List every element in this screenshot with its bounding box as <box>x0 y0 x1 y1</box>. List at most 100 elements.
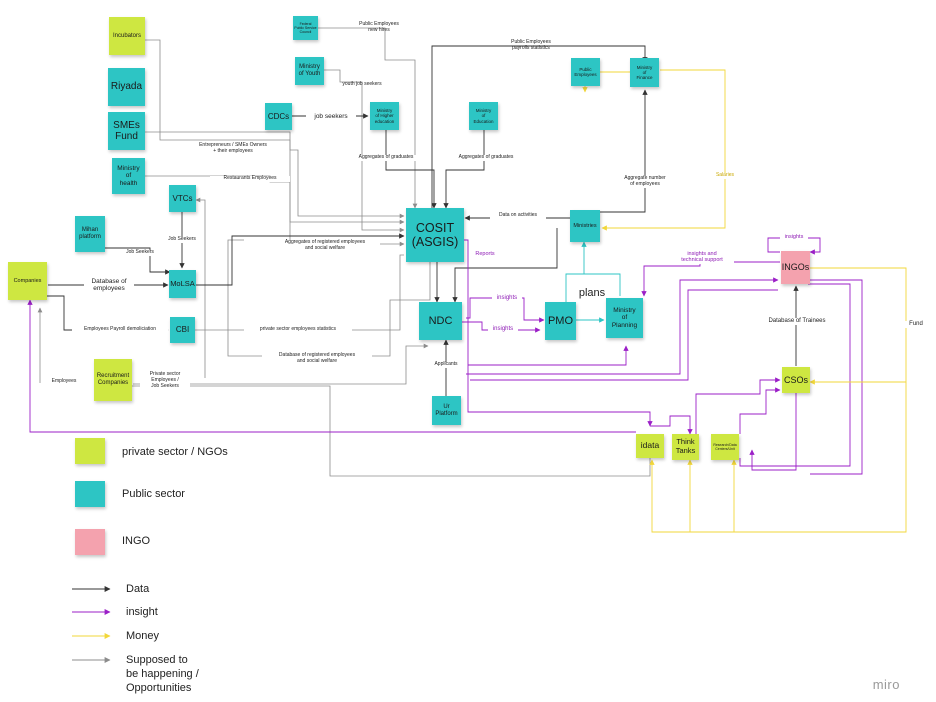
edge-cosit-finance <box>431 45 648 208</box>
edge-label-applicants: Applicants <box>426 361 466 368</box>
edge-csos-research <box>749 392 797 471</box>
edge-label-insights-ingo: insights <box>780 234 808 241</box>
node-ingos[interactable]: INGOs <box>781 251 810 284</box>
edge-ndc-ingos2 <box>470 289 778 381</box>
legend-private-swatch <box>75 438 105 464</box>
edge-ndc-ingos <box>466 277 779 375</box>
legend-data-label: Data <box>126 583 150 595</box>
node-mihan-platform[interactable]: Mihan platform <box>75 216 105 252</box>
edge-label-plans: plans <box>578 287 606 299</box>
legend-ingo-label: INGO <box>122 535 151 547</box>
node-ministry-higher-education[interactable]: Ministry of Higher education <box>370 102 399 130</box>
edge-cosit-reports <box>464 239 653 427</box>
node-federal-council[interactable]: Federal Public Service Council <box>293 16 318 40</box>
legend-public-swatch <box>75 481 105 507</box>
edge-idata-loop <box>650 415 693 435</box>
node-incubators[interactable]: Incubators <box>109 17 145 55</box>
node-riyada[interactable]: Riyada <box>108 68 145 106</box>
edge-recruit-ndc <box>133 343 429 385</box>
edge-label-insights-2: insights <box>488 326 518 333</box>
node-cbi[interactable]: CBI <box>170 317 195 343</box>
node-think-tanks[interactable]: Think Tanks <box>672 434 699 460</box>
edge-label-agg-graduates-2: Aggregates of graduates <box>450 154 522 161</box>
node-vtcs[interactable]: VTCs <box>169 185 196 212</box>
node-pmo[interactable]: PMO <box>545 302 576 340</box>
node-recruitment-companies[interactable]: Recruitment Companies <box>94 359 132 401</box>
edge-incubators-cosit <box>145 39 405 225</box>
node-companies[interactable]: Companies <box>8 262 47 300</box>
node-idata[interactable]: idata <box>636 434 664 458</box>
legend-money-label: Money <box>126 630 160 642</box>
edge-ministries-ndc <box>452 228 558 303</box>
edge-ingos-csos <box>810 279 863 475</box>
node-molsa[interactable]: MoLSA <box>169 270 196 298</box>
node-ministry-youth[interactable]: Ministry of Youth <box>295 57 324 85</box>
edge-cosit-molsa-db <box>227 239 431 357</box>
node-ndc[interactable]: NDC <box>419 302 462 340</box>
edge-label-job-seekers-vtc: Job Seekers <box>160 236 204 243</box>
edge-ingos-planning <box>641 261 780 297</box>
edge-finance-ministries <box>601 69 726 231</box>
edge-higher-ed-cosit <box>385 130 437 209</box>
edge-federal-cosit <box>318 27 418 209</box>
node-research-centers[interactable]: Research/Data Centers/Unit <box>711 434 739 460</box>
edge-label-restaurants: Restaurants Employees <box>210 175 290 182</box>
legend-insight-label: insight <box>126 606 158 618</box>
edge-ministries-finance <box>600 89 648 213</box>
edge-label-employees: Employees <box>44 378 84 385</box>
edge-label-db-trainees: Database of Trainees <box>762 318 832 325</box>
node-ministry-health[interactable]: Ministry of health <box>112 158 145 194</box>
edge-label-db-employees: Database of employees <box>84 278 134 293</box>
edge-label-private-stats: private sector employees statistics <box>244 326 352 333</box>
node-smes-fund[interactable]: SMEs Fund <box>108 112 145 150</box>
edge-idata-companies <box>27 299 636 433</box>
legend-lines <box>72 586 111 663</box>
edge-label-youth-job-seekers: youth job seekers <box>342 81 382 87</box>
edge-smes-cosit <box>145 131 405 219</box>
edge-fund-bottom <box>649 382 907 533</box>
node-ministries[interactable]: Ministries <box>570 210 600 242</box>
edge-cosit-tech <box>468 345 629 366</box>
legend-ingo-swatch <box>75 529 105 555</box>
edge-research-csos <box>739 387 781 434</box>
node-ministry-planning[interactable]: Ministry of Planning <box>606 298 643 338</box>
node-csos[interactable]: CSOs <box>782 367 810 393</box>
insight-connectors <box>27 237 863 475</box>
edge-label-payrolls: Public Employees payrolls statistics <box>511 39 551 51</box>
edge-label-salaries: Salaries <box>708 172 742 179</box>
edge-label-agg-employees: Aggregate number of employees <box>614 175 676 188</box>
edge-label-db-registered: Database of registered employees and soc… <box>262 352 372 365</box>
edge-planning-ministries <box>565 273 621 302</box>
node-ministry-education[interactable]: Ministry of Education <box>469 102 498 130</box>
edge-cbi-cosit <box>195 254 404 331</box>
edge-recruit-bottom <box>94 385 651 477</box>
edge-label-insights-1: insights <box>492 295 522 302</box>
edge-label-payroll-demo: Employees Payroll demoliciation <box>72 326 168 333</box>
node-public-employees[interactable]: Public Employees <box>571 58 600 86</box>
edge-mihan-molsa <box>104 247 171 275</box>
edge-label-agg-graduates-1: Aggregates of graduates <box>350 154 422 161</box>
edge-label-fund: Fund <box>904 321 928 328</box>
edge-label-job-seekers: job seekers <box>306 113 356 121</box>
edge-label-private-sector-emp: Private sector Employees / Job Seekers <box>140 371 190 390</box>
edge-tanks-csos <box>695 377 781 434</box>
node-ministry-finance[interactable]: Ministry of Finance <box>630 58 659 87</box>
node-ur-platform[interactable]: Ur Platform <box>432 396 461 425</box>
edge-education-cosit <box>443 130 485 209</box>
legend-public-label: Public sector <box>122 488 185 500</box>
edge-molsa-cosit <box>196 233 405 286</box>
node-cosit[interactable]: COSIT (ASGIS) <box>406 208 464 262</box>
node-cdcs[interactable]: CDCs <box>265 103 292 130</box>
edge-label-job-seekers-mihan: Job Seekers <box>118 249 162 256</box>
legend-private-label: private sector / NGOs <box>122 446 228 458</box>
legend-supposed-label: Supposed to be happening / Opportunities <box>126 654 199 694</box>
edge-label-entrepreneurs: Entrepreneurs / SMEs Owners + their empl… <box>178 142 288 155</box>
edge-ingos-tanks <box>739 283 851 467</box>
edge-molsa-vtcs <box>195 197 206 378</box>
plans-connectors <box>565 241 621 323</box>
edge-label-insights-tech: insights and technical support <box>670 251 734 264</box>
edge-youth-cosit <box>324 69 405 233</box>
edge-label-agg-registered: Aggregates of registered employees and s… <box>270 239 380 252</box>
edge-companies-cbi <box>40 295 169 333</box>
